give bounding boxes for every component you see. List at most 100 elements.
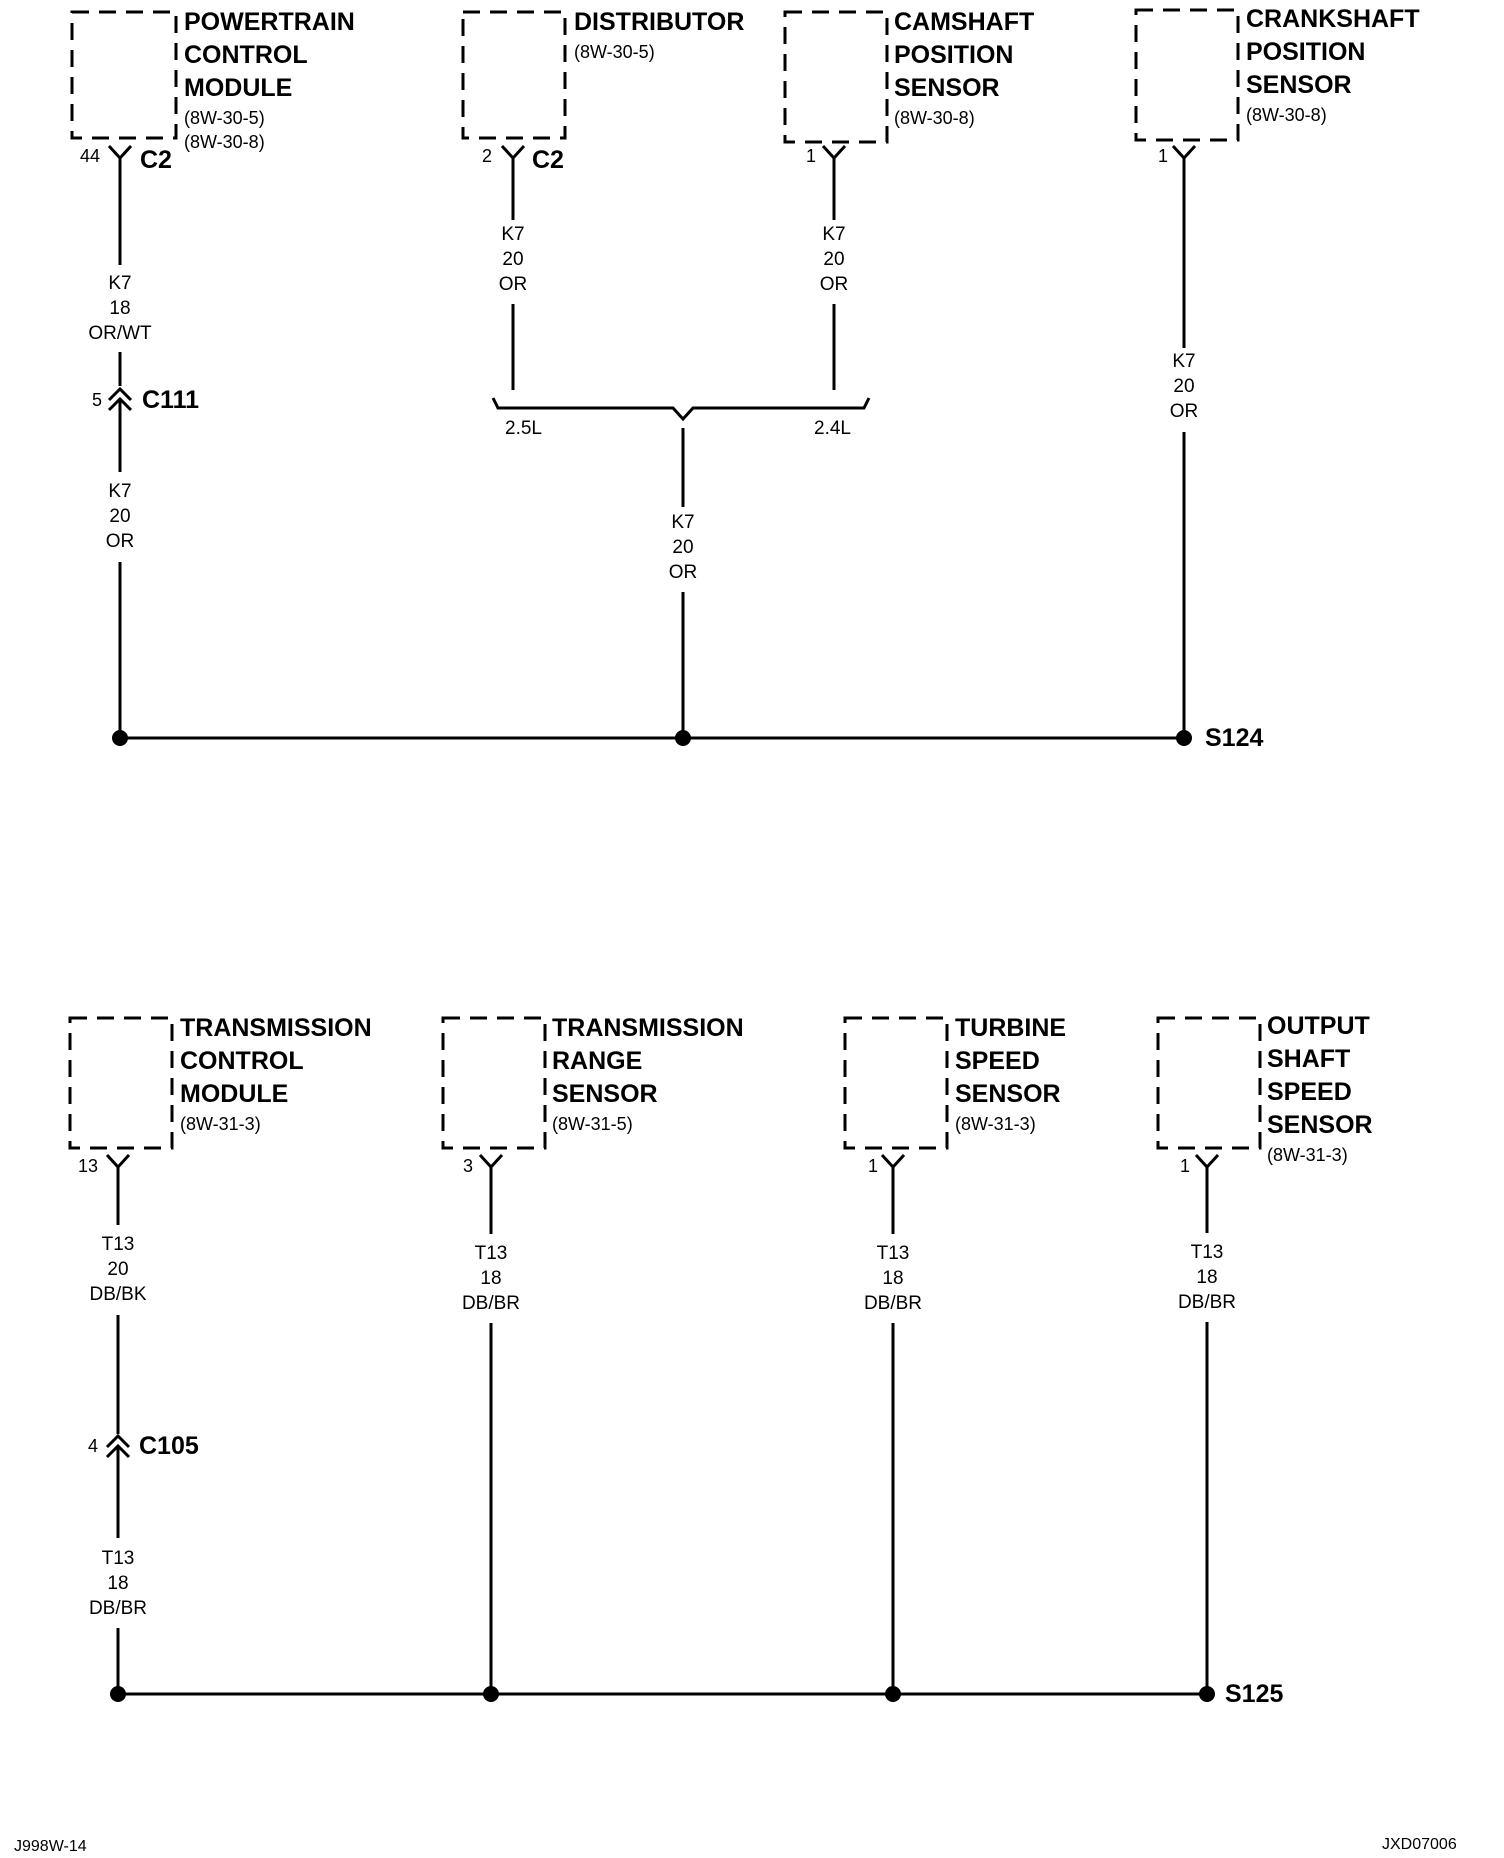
- merged-wire-circuit: K7: [671, 512, 694, 533]
- ckp-box: [1134, 8, 1240, 142]
- ckp-pin: 1: [1158, 146, 1168, 166]
- distributor-ref-1: (8W-30-5): [574, 42, 655, 62]
- merged-wire-color: OR: [669, 562, 698, 583]
- s125-label: S125: [1225, 1680, 1283, 1708]
- ckp-ref-1: (8W-30-8): [1246, 105, 1327, 125]
- ckp-wire-color: OR: [1170, 401, 1199, 422]
- oss-ref-1: (8W-31-3): [1267, 1145, 1348, 1165]
- tcm-wire-upper-gauge: 20: [107, 1259, 128, 1280]
- distributor-terminal: [500, 144, 526, 161]
- trs-wire-color: DB/BR: [462, 1293, 520, 1314]
- splice-s124: S124: [112, 724, 1263, 752]
- component-powertrain-control-module: POWERTRAIN CONTROL MODULE (8W-30-5) (8W-…: [70, 8, 355, 174]
- tcm-wire-lower-circuit: T13: [102, 1548, 135, 1569]
- oss-wire-color: DB/BR: [1178, 1292, 1236, 1313]
- distributor-wire-color: OR: [499, 274, 528, 295]
- pcm-wire-lower-color: OR: [106, 531, 135, 552]
- component-turbine-speed-sensor: TURBINE SPEED SENSOR (8W-31-3) 1: [843, 1014, 1066, 1176]
- s124-node-merged: [675, 730, 691, 746]
- pcm-box: [70, 10, 178, 140]
- pcm-wire-lower-gauge: 20: [109, 506, 130, 527]
- option-left-label: 2.5L: [505, 418, 542, 439]
- pcm-title-3: MODULE: [184, 74, 292, 102]
- s124-node-pcm: [112, 730, 128, 746]
- c105-chevron-lower: [105, 1443, 131, 1459]
- distributor-title-1: DISTRIBUTOR: [574, 8, 744, 36]
- tcm-wire-upper-color: DB/BK: [89, 1284, 146, 1305]
- tcm-wire-lower-color: DB/BR: [89, 1598, 147, 1619]
- component-output-shaft-speed-sensor: OUTPUT SHAFT SPEED SENSOR (8W-31-3) 1: [1156, 1012, 1373, 1176]
- c111-pin: 5: [92, 390, 102, 410]
- pcm-ref-1: (8W-30-5): [184, 108, 265, 128]
- pcm-title-1: POWERTRAIN: [184, 8, 355, 36]
- trs-ref-1: (8W-31-5): [552, 1114, 633, 1134]
- pcm-wire-upper-circuit: K7: [108, 273, 131, 294]
- oss-pin: 1: [1180, 1156, 1190, 1176]
- c105-name: C105: [139, 1432, 199, 1460]
- trs-box: [441, 1016, 547, 1150]
- tcm-box: [68, 1016, 174, 1150]
- merged-wire-gauge: 20: [672, 537, 693, 558]
- tss-pin: 1: [868, 1156, 878, 1176]
- distributor-connector: C2: [532, 146, 564, 174]
- oss-terminal: [1194, 1153, 1220, 1170]
- splice-s125: S125: [110, 1680, 1283, 1708]
- pcm-connector: C2: [140, 146, 172, 174]
- pcm-title-2: CONTROL: [184, 41, 308, 69]
- ckp-terminal: [1171, 144, 1197, 161]
- pcm-ref-2: (8W-30-8): [184, 132, 265, 152]
- component-camshaft-position-sensor: CAMSHAFT POSITION SENSOR (8W-30-8) 1: [783, 8, 1034, 166]
- oss-title-4: SENSOR: [1267, 1111, 1373, 1139]
- cmp-box: [783, 10, 889, 144]
- pcm-terminal: [107, 144, 133, 161]
- ckp-title-2: POSITION: [1246, 38, 1365, 66]
- s125-node-trs: [483, 1686, 499, 1702]
- c105-pin: 4: [88, 1436, 98, 1456]
- tss-wire-gauge: 18: [882, 1268, 903, 1289]
- cmp-title-1: CAMSHAFT: [894, 8, 1034, 36]
- cmp-title-2: POSITION: [894, 41, 1013, 69]
- s124-node-ckp: [1176, 730, 1192, 746]
- tcm-wire-upper-circuit: T13: [102, 1234, 135, 1255]
- cmp-terminal: [821, 144, 847, 161]
- cmp-ref-1: (8W-30-8): [894, 108, 975, 128]
- tss-wire-color: DB/BR: [864, 1293, 922, 1314]
- cmp-title-3: SENSOR: [894, 74, 1000, 102]
- trs-title-1: TRANSMISSION: [552, 1014, 744, 1042]
- oss-title-2: SHAFT: [1267, 1045, 1350, 1073]
- distributor-wire-circuit: K7: [501, 224, 524, 245]
- ckp-wire-gauge: 20: [1173, 376, 1194, 397]
- trs-wire-circuit: T13: [475, 1243, 508, 1264]
- tcm-title-3: MODULE: [180, 1080, 288, 1108]
- cmp-pin: 1: [806, 146, 816, 166]
- tcm-pin: 13: [78, 1156, 98, 1176]
- tss-terminal: [880, 1153, 906, 1170]
- tcm-ref-1: (8W-31-3): [180, 1114, 261, 1134]
- cmp-wire-circuit: K7: [822, 224, 845, 245]
- trs-terminal: [478, 1153, 504, 1170]
- footer-right-code: JXD07006: [1382, 1836, 1457, 1853]
- oss-title-1: OUTPUT: [1267, 1012, 1370, 1040]
- oss-box: [1156, 1016, 1262, 1150]
- footer-left-code: J998W-14: [14, 1838, 87, 1855]
- trs-title-3: SENSOR: [552, 1080, 658, 1108]
- tcm-terminal: [105, 1153, 131, 1170]
- c105-inline-connector: 4 C105: [88, 1432, 199, 1460]
- component-distributor: DISTRIBUTOR (8W-30-5) 2 C2: [461, 8, 744, 174]
- tss-title-1: TURBINE: [955, 1014, 1066, 1042]
- tcm-title-1: TRANSMISSION: [180, 1014, 372, 1042]
- tss-wire-circuit: T13: [877, 1243, 910, 1264]
- component-transmission-range-sensor: TRANSMISSION RANGE SENSOR (8W-31-5) 3: [441, 1014, 744, 1176]
- oss-wire-circuit: T13: [1191, 1242, 1224, 1263]
- tss-box: [843, 1016, 949, 1150]
- component-transmission-control-module: TRANSMISSION CONTROL MODULE (8W-31-3) 13: [68, 1014, 372, 1176]
- component-crankshaft-position-sensor: CRANKSHAFT POSITION SENSOR (8W-30-8) 1: [1134, 5, 1420, 166]
- c105-chevron-upper: [105, 1433, 131, 1449]
- pcm-wire-lower-circuit: K7: [108, 481, 131, 502]
- cmp-wire-gauge: 20: [823, 249, 844, 270]
- ckp-title-3: SENSOR: [1246, 71, 1352, 99]
- tcm-wire-lower-gauge: 18: [107, 1573, 128, 1594]
- tss-ref-1: (8W-31-3): [955, 1114, 1036, 1134]
- ckp-wire-circuit: K7: [1172, 351, 1195, 372]
